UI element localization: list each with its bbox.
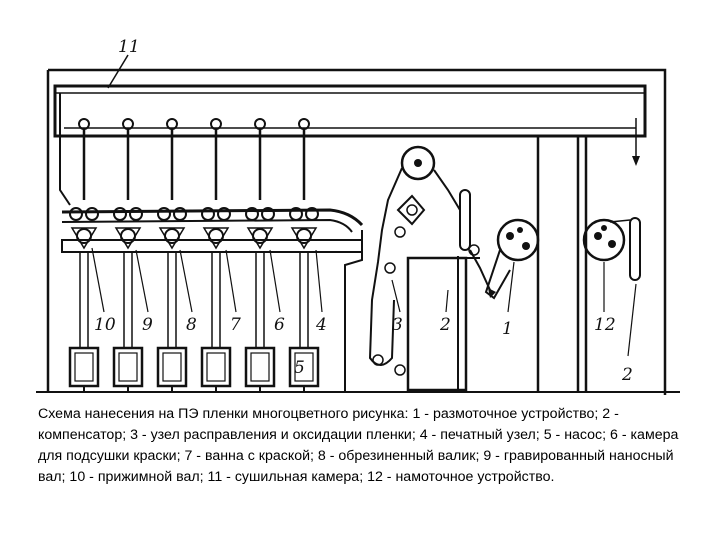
- pressure-roller: [113, 207, 127, 221]
- label-12: 12: [594, 315, 616, 335]
- pump-box-inner: [74, 352, 94, 382]
- pressure-roller: [201, 207, 215, 221]
- pressure-roller: [69, 207, 83, 221]
- printing-line-diagram: 11 10 9 8 7 6 4 5 3 2 1 12 2: [36, 37, 680, 395]
- pump-box: [244, 346, 276, 388]
- pressure-roller: [217, 207, 231, 221]
- pump-box: [112, 346, 144, 388]
- label-7: 7: [230, 315, 241, 335]
- dryer-nozzle: [298, 118, 310, 130]
- ink-trough: [246, 227, 274, 250]
- drying-chamber: [46, 68, 667, 395]
- dryer-nozzle: [122, 118, 134, 130]
- support-columns: [36, 136, 680, 393]
- printing-bar: [61, 208, 364, 392]
- ink-trough: [202, 227, 230, 250]
- label-10: 10: [94, 315, 116, 335]
- label-2b: 2: [621, 365, 633, 385]
- printing-units: [68, 118, 320, 392]
- label-1: 1: [502, 319, 513, 339]
- pump-box-inner: [162, 352, 182, 382]
- unwinding-device: [484, 218, 540, 300]
- ink-trough: [158, 227, 186, 250]
- label-2: 2: [439, 315, 451, 335]
- ink-trough: [290, 227, 318, 250]
- film-path-left: [59, 93, 71, 206]
- label-11: 11: [118, 37, 140, 57]
- label-9: 9: [142, 315, 153, 335]
- pressure-roller: [261, 207, 275, 221]
- dryer-nozzle: [254, 118, 266, 130]
- ink-trough: [70, 227, 98, 250]
- compensator-box: [406, 256, 480, 392]
- pressure-roller: [129, 207, 143, 221]
- label-4: 4: [315, 315, 327, 335]
- pump-box-inner: [118, 352, 138, 382]
- compensator-rollers: [459, 189, 491, 291]
- winding-device: [582, 118, 641, 281]
- dryer-nozzle: [78, 118, 90, 130]
- pump-box-inner: [294, 352, 314, 382]
- oxidation-unit: [368, 145, 461, 376]
- diagram-caption: Схема нанесения на ПЭ пленки многоцветно…: [38, 406, 679, 485]
- pump-box-inner: [250, 352, 270, 382]
- pressure-roller: [305, 207, 319, 221]
- label-6: 6: [274, 315, 285, 335]
- label-8: 8: [186, 315, 197, 335]
- pressure-roller: [85, 207, 99, 221]
- part-labels: 11 10 9 8 7 6 4 5 3 2 1 12 2: [94, 37, 633, 385]
- dryer-nozzle: [166, 118, 178, 130]
- pump-box: [156, 346, 188, 388]
- ink-trough: [114, 227, 142, 250]
- pump-box: [200, 346, 232, 388]
- pressure-roller: [173, 207, 187, 221]
- pump-box-inner: [206, 352, 226, 382]
- dryer-nozzle: [210, 118, 222, 130]
- label-leaders: [91, 247, 637, 357]
- pressure-roller: [245, 207, 259, 221]
- pump-box: [68, 346, 100, 388]
- label-3: 3: [392, 315, 403, 335]
- leader-11: [107, 54, 129, 89]
- label-5: 5: [294, 358, 305, 378]
- pressure-roller: [289, 207, 303, 221]
- pressure-roller: [157, 207, 171, 221]
